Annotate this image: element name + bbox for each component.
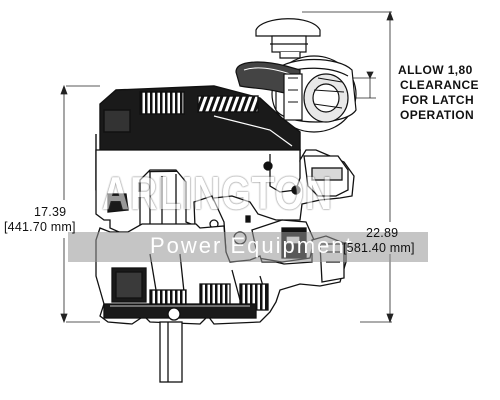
clearance-note-line2: CLEARANCE bbox=[400, 78, 479, 92]
air-cleaner bbox=[235, 18, 357, 133]
watermark-subtitle: Power Equipment bbox=[150, 233, 354, 258]
watermark-band bbox=[68, 232, 428, 262]
crankshaft bbox=[159, 321, 183, 383]
clearance-note-line4: OPERATION bbox=[400, 108, 475, 122]
height-mm-label: [441.70 mm] bbox=[4, 220, 76, 234]
height-inches-label: 17.39 bbox=[34, 205, 67, 219]
width-inches-label: 22.89 bbox=[366, 226, 399, 240]
height-dimension bbox=[60, 84, 100, 324]
width-dimension bbox=[302, 10, 394, 324]
width-mm-label: [581.40 mm] bbox=[343, 241, 415, 255]
clearance-note-line1: ALLOW 1,80 bbox=[398, 63, 473, 77]
watermark-logo-text: ARLINGTON bbox=[102, 167, 333, 219]
clearance-note-line3: FOR LATCH bbox=[402, 93, 475, 107]
